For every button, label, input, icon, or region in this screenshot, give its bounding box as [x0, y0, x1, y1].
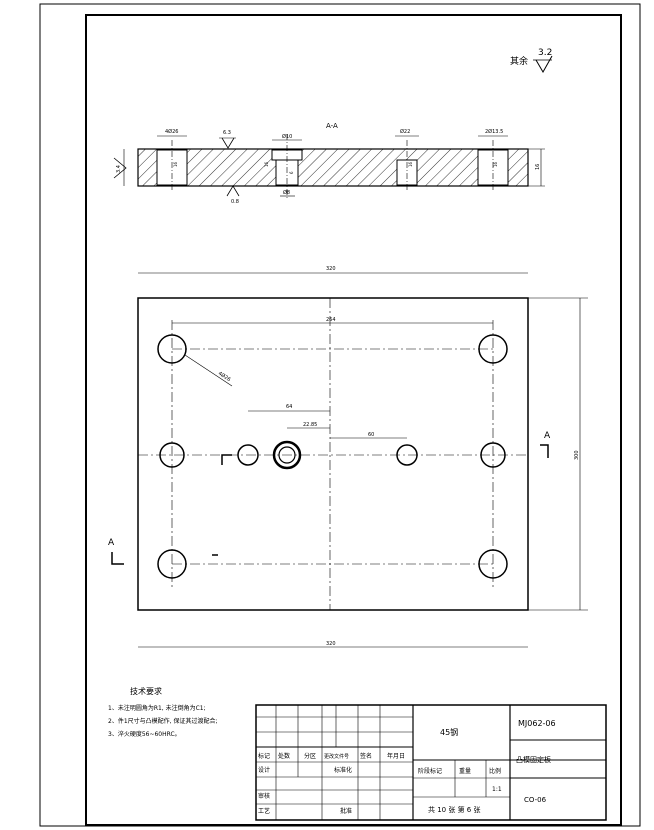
dim-h2: 16 [264, 161, 269, 167]
dim-right-height: 16 [535, 164, 541, 170]
dim-center-offset-2: 22.85 [303, 422, 317, 428]
roughness-bottom-icon [226, 185, 240, 197]
dim-hole-span: 264 [326, 317, 336, 323]
tech-item-1: 1、未注明圆角为R1, 未注倒角为C1; [108, 704, 206, 712]
tech-title: 技术要求 [130, 686, 162, 696]
surface-finish-value: 3.2 [538, 48, 552, 58]
plate-outline [137, 297, 529, 611]
roughness-left-icon [113, 157, 127, 179]
section-title: A-A [326, 122, 338, 130]
header-date: 年月日 [387, 752, 405, 760]
roughness-top-icon [221, 137, 235, 149]
scale-label: 比例 [489, 767, 501, 775]
hole-small [237, 444, 259, 466]
hole-bottom-right [478, 549, 508, 579]
section-mark-left: A [108, 538, 115, 548]
plan-view: 320 264 4Ø26 64 22.85 60 300 320 A A [108, 266, 588, 648]
part-name: 凸模固定板 [516, 755, 551, 764]
dim-h5: 16 [493, 161, 498, 167]
standardize-label: 标准化 [334, 766, 352, 774]
dim-h3: 6 [289, 171, 294, 174]
header-mark: 标记 [258, 752, 270, 760]
dim-height: 300 [574, 450, 580, 460]
hole-mid-left [159, 442, 185, 468]
approve-label: 批准 [340, 807, 352, 815]
dim-h1: 16 [173, 161, 178, 167]
hole-punch [272, 440, 302, 470]
dim-center-offset-1: 64 [286, 404, 292, 410]
dim-right-offset: 60 [368, 432, 374, 438]
scale-value: 1:1 [492, 786, 502, 793]
drawing-code: CO-06 [524, 796, 547, 804]
rough-bottom: 0.8 [231, 199, 239, 205]
hole-right-center [396, 444, 418, 466]
header-zone: 分区 [304, 752, 316, 760]
plate-section [137, 148, 529, 187]
surface-finish-note: 其余 3.2 [510, 48, 553, 74]
dim-left-height: 3.4 [116, 165, 122, 173]
hole-top-right [478, 334, 508, 364]
dim-counterbore: Ø10 [282, 133, 292, 140]
hole-bottom-left [157, 549, 187, 579]
sheet-count: 共 10 张 第 6 张 [428, 805, 481, 814]
section-mark-right: A [544, 431, 551, 441]
check-label: 审核 [258, 792, 270, 800]
section-view: A-A 4Ø26 Ø10 Ø22 2Ø13.5 Ø8 6.3 0.8 [113, 122, 545, 205]
hole-mid-right [480, 442, 506, 468]
dim-h4: 16 [408, 161, 413, 167]
header-count: 处数 [278, 752, 290, 760]
dim-top-width: 320 [326, 266, 336, 272]
weight-label: 重量 [459, 767, 471, 775]
inner-frame [85, 14, 622, 826]
title-block: 标记 处数 分区 更改文件号 签名 年月日 设计 标准化 审核 工艺 批准 45… [255, 704, 607, 821]
design-label: 设计 [258, 766, 270, 774]
rough-top: 6.3 [223, 130, 231, 136]
outer-border [39, 3, 641, 827]
dim-left-hole: 4Ø26 [165, 128, 178, 135]
stage-mark-label: 阶段标记 [418, 767, 442, 775]
drawing-number: MJ062-06 [518, 719, 556, 728]
material: 45钢 [440, 727, 458, 737]
header-signature: 签名 [360, 752, 372, 760]
dim-mid-hole: Ø22 [400, 128, 410, 135]
dim-right-hole: 2Ø13.5 [485, 128, 503, 135]
tech-item-2: 2、件1尺寸与凸模配作, 保证其过渡配合; [108, 717, 217, 725]
hole-top-left [157, 334, 187, 364]
roughness-symbol-icon [535, 55, 553, 74]
tech-item-3: 3、淬火硬度56~60HRC。 [108, 730, 181, 738]
tech-requirements: 技术要求 1、未注明圆角为R1, 未注倒角为C1; 2、件1尺寸与凸模配作, 保… [108, 686, 217, 738]
surface-finish-label: 其余 [510, 55, 528, 67]
dim-bottom-hole: Ø8 [283, 189, 290, 196]
header-change-doc: 更改文件号 [324, 753, 349, 760]
dim-bottom-width: 320 [326, 641, 336, 647]
process-label: 工艺 [258, 807, 270, 815]
